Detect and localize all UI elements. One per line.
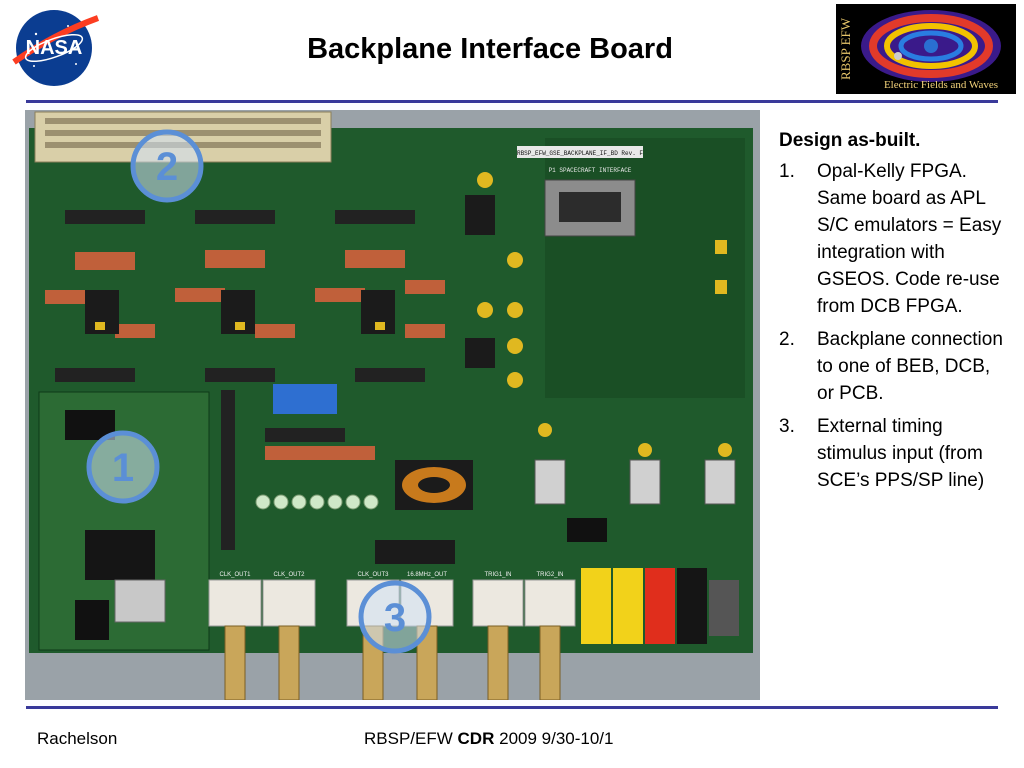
footer-bold: CDR [457, 729, 495, 748]
footer-prefix: RBSP/EFW [364, 729, 453, 748]
board-silkscreen-label: RBSP_EFW_GSE_BACKPLANE_IF_BD Rev. F [517, 150, 643, 157]
bottom-divider [26, 706, 998, 709]
jack-label-clk-out2: CLK_OUT2 [273, 572, 305, 578]
callout-1-label: 1 [112, 446, 134, 490]
jack-label-16mhz-out: 16.8MHz_OUT [407, 572, 447, 578]
footer-event: RBSP/EFW CDR 2009 9/30-10/1 [364, 729, 614, 749]
slide-title: Backplane Interface Board [307, 33, 673, 65]
dsub-label: P1 SPACECRAFT INTERFACE [549, 167, 632, 174]
design-notes: Design as-built. 1. Opal-Kelly FPGA. Same… [779, 127, 1009, 500]
jack-label-trig1-in: TRIG1_IN [484, 572, 511, 578]
efw-logo-bottom-text: Electric Fields and Waves [884, 79, 998, 91]
list-item: 3. External timing stimulus input (from S… [779, 413, 1009, 494]
nasa-logo: NASA [6, 4, 102, 88]
list-item-number: 3. [779, 416, 795, 437]
design-notes-heading: Design as-built. [779, 130, 921, 151]
jack-label-clk-out3: CLK_OUT3 [357, 572, 389, 578]
footer-author: Rachelson [37, 729, 118, 748]
board-photo: RBSP_EFW_GSE_BACKPLANE_IF_BD Rev. F P1 S… [25, 110, 760, 700]
callout-2-label: 2 [156, 145, 178, 189]
jack-label-trig2-in: TRIG2_IN [536, 572, 563, 578]
footer-suffix: 2009 9/30-10/1 [499, 729, 614, 748]
top-divider [26, 100, 998, 103]
list-item-number: 2. [779, 329, 795, 350]
list-item-text: Opal-Kelly FPGA. Same board as APL S/C e… [817, 161, 1002, 317]
efw-logo: RBSP EFW Electric Fields and Waves [836, 4, 1016, 94]
list-item-text: Backplane connection to one of BEB, DCB,… [817, 329, 1003, 404]
list-item-text: External timing stimulus input (from SCE… [817, 416, 985, 491]
nasa-logo-text: NASA [26, 37, 83, 59]
jack-label-clk-out1: CLK_OUT1 [219, 572, 251, 578]
callout-3-label: 3 [384, 596, 406, 640]
list-item-number: 1. [779, 161, 795, 182]
list-item: 2. Backplane connection to one of BEB, DC… [779, 326, 1009, 407]
efw-logo-side-text: RBSP EFW [838, 17, 853, 80]
design-notes-list: 1. Opal-Kelly FPGA. Same board as APL S/C… [779, 158, 1009, 494]
list-item: 1. Opal-Kelly FPGA. Same board as APL S/C… [779, 158, 1009, 320]
